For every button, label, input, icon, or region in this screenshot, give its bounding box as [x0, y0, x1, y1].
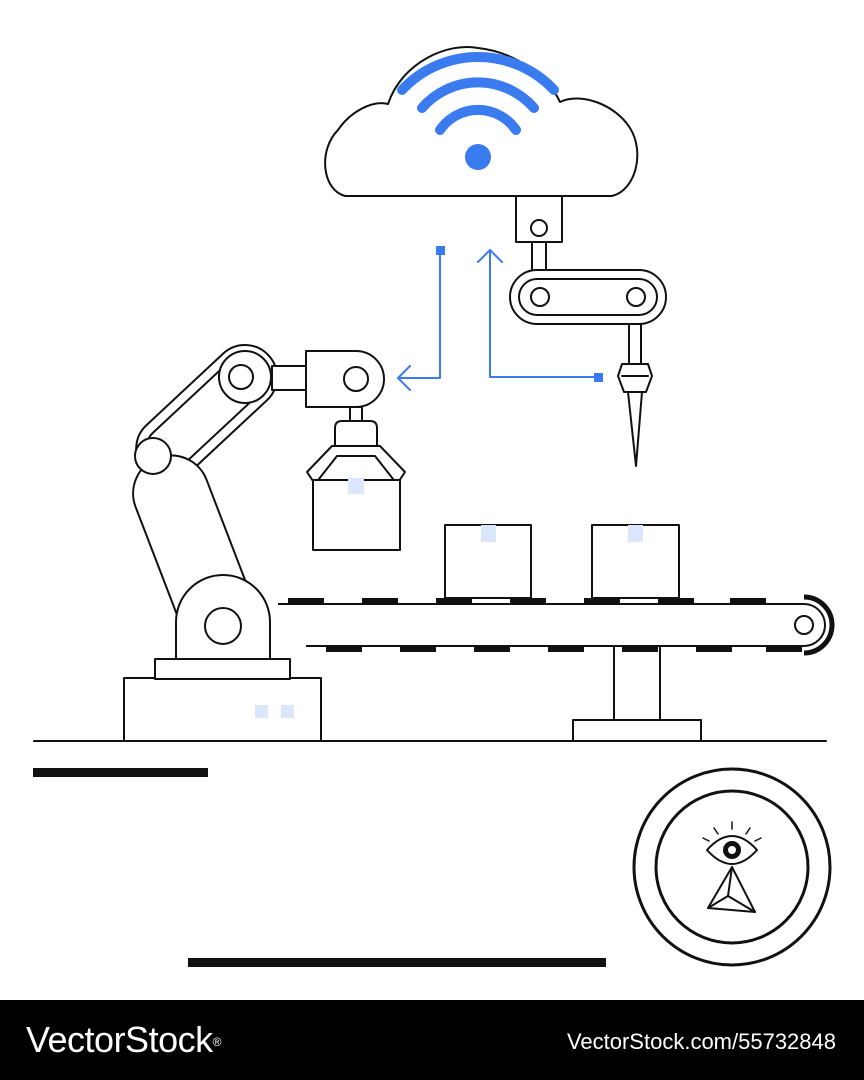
wifi-arc-middle: [417, 77, 539, 113]
base-indicator-light: [281, 705, 294, 718]
arrow-up-icon: [477, 249, 503, 263]
watermark-stock-id: VectorStock.com/55732848: [566, 1029, 836, 1054]
box-tag: [348, 478, 364, 494]
box-tag: [628, 525, 643, 542]
data-flow-arrows: [397, 246, 603, 391]
wifi-arc-outer: [397, 52, 559, 95]
robot-arm: [123, 344, 406, 742]
signal-node: [436, 246, 445, 255]
cloud-wifi-icon: [324, 46, 639, 197]
watermark-footer: VectorStock® VectorStock.com/55732848: [0, 1000, 864, 1080]
wifi-arc-inner: [435, 104, 521, 135]
arrow-left-icon: [397, 365, 411, 391]
conveyor-belt: [278, 524, 835, 742]
wifi-dot: [465, 144, 491, 170]
base-indicator-light: [255, 705, 268, 718]
smart-factory-illustration: [33, 46, 835, 967]
decor-bar: [188, 958, 606, 967]
hanging-needle-arm: [509, 195, 667, 467]
signal-node: [594, 373, 603, 382]
eye-pyramid-icon: [632, 767, 832, 967]
decor-bar: [33, 768, 208, 777]
registered-mark: ®: [212, 1035, 222, 1049]
box-tag: [481, 525, 496, 542]
watermark-brand: VectorStock®: [26, 1020, 221, 1060]
brand-name: VectorStock: [26, 1019, 213, 1060]
